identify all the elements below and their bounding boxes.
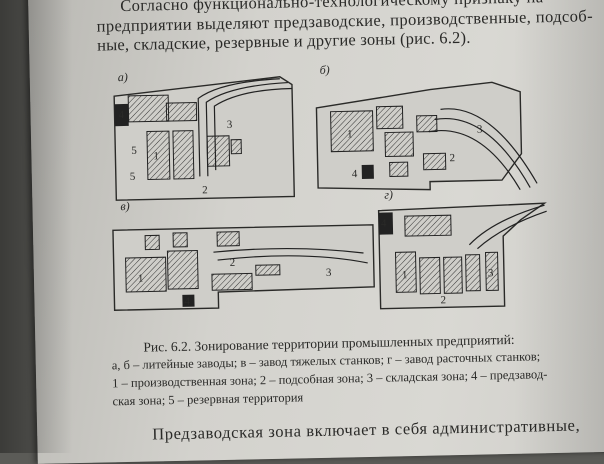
plan-v-zone-4-block: [182, 294, 195, 307]
plan-g-letter: г): [384, 187, 393, 201]
plan-g: г) 4 1 2 3: [377, 187, 547, 310]
plan-b-zone-label: 4: [352, 168, 358, 180]
plan-b-rail: [428, 130, 521, 191]
plan-v: в) 1 2 3 4: [112, 199, 375, 311]
plan-a-rail: [197, 78, 280, 177]
plan-v-zone-label: 1: [138, 273, 144, 285]
plan-v-building: [166, 249, 199, 290]
plan-g-building: [419, 256, 441, 295]
plan-a: а) 4 5 1 2 3 5: [113, 70, 296, 201]
plan-a-letter: а): [118, 70, 128, 84]
plan-a-building: [127, 94, 170, 123]
zoning-figure: а) 4 5 1 2 3 5 б): [112, 63, 547, 311]
plan-g-zone-label: 1: [402, 269, 408, 281]
plan-g-building: [394, 251, 417, 293]
plan-a-zone-label: 2: [202, 184, 208, 196]
plan-b-rail: [440, 108, 538, 184]
plan-a-zone-label: 5: [130, 171, 136, 183]
plan-a-building: [165, 101, 198, 122]
plan-a-building: [230, 139, 242, 155]
plan-v-zone-label: 3: [326, 267, 332, 279]
plan-g-building: [485, 251, 499, 291]
plan-g-rail: [477, 210, 547, 250]
plan-b-building: [384, 131, 414, 158]
plan-b-building: [422, 152, 447, 171]
figure-caption-line-3: ская зона; 5 – резервная территория: [112, 390, 304, 409]
plan-b-building: [330, 110, 374, 153]
body-text-line-4: Предзаводская зона включает в себя админ…: [152, 415, 581, 444]
plan-b-zone-4-block: [361, 164, 374, 180]
plan-a-building: [206, 135, 231, 167]
plan-v-building: [172, 232, 188, 248]
plan-g-zone-label: 4: [381, 218, 387, 230]
plan-v-rail: [213, 247, 364, 254]
plan-a-rail: [213, 87, 293, 171]
plan-b-building: [389, 161, 409, 177]
plan-a-building: [146, 130, 171, 181]
plan-b-building: [375, 105, 404, 130]
plan-v-letter: в): [120, 199, 130, 213]
plan-g-zone-4-block: [378, 212, 394, 235]
plan-g-zone-label: 2: [440, 294, 446, 306]
plan-a-building: [172, 130, 195, 180]
plan-g-building: [443, 256, 463, 294]
plan-a-zone-4-block: [114, 103, 129, 127]
plan-b-boundary: [315, 81, 523, 191]
plan-v-building: [216, 231, 240, 247]
plan-v-rail: [217, 255, 368, 264]
plan-g-rail: [468, 204, 545, 246]
plan-a-zone-label: 1: [153, 150, 159, 162]
plan-a-zone-label: 3: [227, 119, 233, 131]
plan-v-zone-label: 2: [230, 257, 236, 269]
plan-g-building: [404, 214, 452, 237]
plan-b-zone-label: 1: [347, 128, 353, 140]
book-page: Согласно функционально-технологическому …: [28, 0, 604, 464]
plan-b-zone-label: 2: [449, 152, 455, 164]
plan-a-zone-label: 5: [131, 145, 137, 157]
plan-a-zone-label: 4: [118, 109, 124, 121]
plan-v-building: [125, 256, 167, 293]
plan-v-building: [255, 264, 281, 276]
plan-v-building: [211, 272, 253, 291]
plan-a-rail: [205, 81, 288, 177]
plan-v-building: [144, 234, 160, 251]
plan-g-zone-label: 3: [488, 267, 494, 279]
plan-b: б) 1 3 2 4: [315, 63, 538, 191]
plan-g-building: [465, 254, 481, 292]
plan-b-letter: б): [320, 63, 330, 77]
plan-b-building: [416, 114, 438, 133]
plan-v-zone-label: 4: [184, 296, 190, 308]
plan-b-rail: [434, 117, 531, 188]
plan-b-zone-label: 3: [477, 124, 483, 136]
